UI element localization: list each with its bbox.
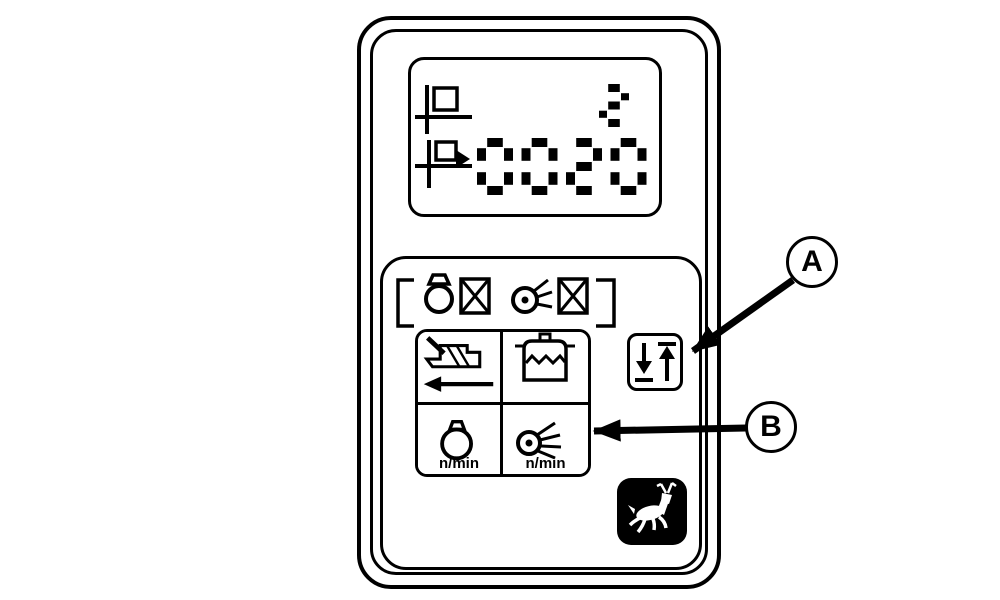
callout-b: B [745,401,797,453]
combine-left-arrow-icon [423,336,494,393]
round-tank-icon [440,419,473,460]
callout-a-label: A [801,245,823,278]
callout-b-label: B [760,410,782,443]
tank-speed-label: n/min [439,455,479,472]
grain-tank-level-icon [515,332,575,382]
button-grid: n/min n/min [415,329,591,477]
john-deere-logo [617,478,687,545]
spinner-speed-label: n/min [525,455,566,472]
combine-return-button[interactable] [418,332,503,405]
down-up-arrows-icon [634,341,676,382]
raise-lower-button[interactable] [627,333,683,391]
grain-tank-button[interactable] [503,332,588,405]
callout-a: A [786,236,838,288]
lcd-display [408,57,662,217]
spinner-spray-icon [516,421,562,459]
tank-speed-button[interactable]: n/min [418,405,503,474]
spinner-speed-button[interactable]: n/min [503,405,588,474]
john-deere-deer-icon [617,478,687,545]
